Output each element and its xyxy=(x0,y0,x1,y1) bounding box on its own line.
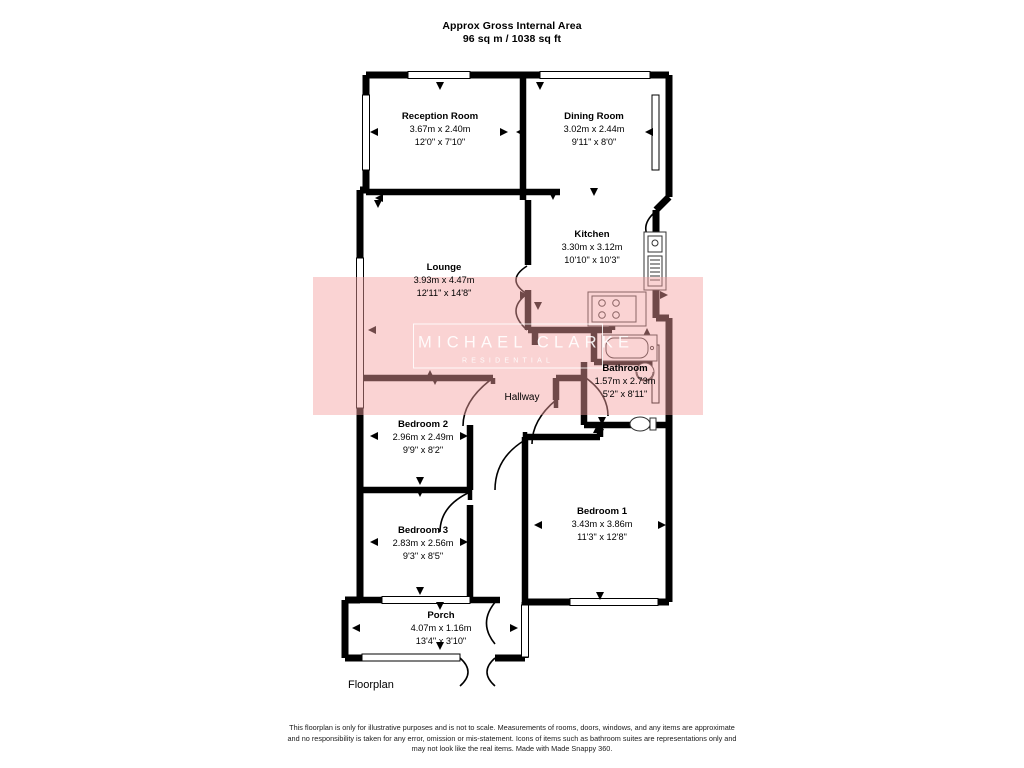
room-imperial: 5'2" x 8'11" xyxy=(602,388,648,399)
room-label-porch: Porch 4.07m x 1.16m 13'4" x 3'10" xyxy=(384,610,498,647)
room-label-reception-room: Reception Room 3.67m x 2.40m 12'0" x 7'1… xyxy=(372,111,508,148)
room-name: Dining Room xyxy=(564,111,624,122)
doors xyxy=(439,211,656,687)
room-metric: 3.02m x 2.44m xyxy=(563,124,625,135)
dimension-arrows xyxy=(352,82,668,650)
room-name: Bathroom xyxy=(602,363,648,374)
room-metric: 2.96m x 2.49m xyxy=(392,432,454,443)
room-name: Bedroom 1 xyxy=(576,506,628,517)
area-summary-line1: Approx Gross Internal Area xyxy=(442,20,582,32)
room-imperial: 12'0" x 7'10" xyxy=(414,136,466,147)
room-metric: 1.57m x 2.73m xyxy=(594,376,656,387)
floorplan-caption: Floorplan xyxy=(348,679,394,691)
disclaimer-line2: and no responsibility is taken for any e… xyxy=(287,733,737,743)
room-imperial: 11'3" x 12'8" xyxy=(577,531,627,542)
room-imperial: 10'10" x 10'3" xyxy=(564,254,620,265)
room-metric: 4.07m x 1.16m xyxy=(410,623,472,634)
windows xyxy=(356,71,660,662)
room-imperial: 9'11" x 8'0" xyxy=(571,136,617,147)
room-metric: 2.83m x 2.56m xyxy=(392,538,454,549)
room-name: Bedroom 3 xyxy=(397,525,449,536)
room-name: Hallway xyxy=(504,392,540,403)
room-name: Reception Room xyxy=(401,111,479,122)
room-name: Porch xyxy=(427,610,455,621)
plan-geometry xyxy=(341,71,673,687)
room-name: Kitchen xyxy=(574,229,610,240)
room-metric: 3.43m x 3.86m xyxy=(571,519,633,530)
room-label-dining-room: Dining Room 3.02m x 2.44m 9'11" x 8'0" xyxy=(530,111,658,148)
room-metric: 3.93m x 4.47m xyxy=(413,275,475,286)
room-imperial: 9'9" x 8'2" xyxy=(402,444,444,455)
door-leaves xyxy=(467,258,559,500)
room-imperial: 13'4" x 3'10" xyxy=(415,635,467,646)
room-label-bedroom-3: Bedroom 3 2.83m x 2.56m 9'3" x 8'5" xyxy=(368,525,478,562)
room-label-kitchen: Kitchen 3.30m x 3.12m 10'10" x 10'3" xyxy=(538,229,646,266)
room-imperial: 12'11" x 14'8" xyxy=(416,287,472,298)
room-name: Lounge xyxy=(426,262,462,273)
room-metric: 3.30m x 3.12m xyxy=(561,242,623,253)
disclaimer-line3: may not look like the real items. Made w… xyxy=(411,744,613,754)
disclaimer: This floorplan is only for illustrative … xyxy=(0,723,1024,755)
room-label-bedroom-2: Bedroom 2 2.96m x 2.49m 9'9" x 8'2" xyxy=(368,419,478,456)
area-summary-line2: 96 sq m / 1038 sq ft xyxy=(462,33,562,45)
room-label-bedroom-1: Bedroom 1 3.43m x 3.86m 11'3" x 12'8" xyxy=(547,506,657,543)
room-imperial: 9'3" x 8'5" xyxy=(402,550,444,561)
bathroom-fixtures xyxy=(601,334,658,432)
room-metric: 3.67m x 2.40m xyxy=(409,124,471,135)
room-label-hallway: Hallway xyxy=(478,392,566,404)
room-label-bathroom: Bathroom 1.57m x 2.73m 5'2" x 8'11" xyxy=(570,363,680,400)
disclaimer-line1: This floorplan is only for illustrative … xyxy=(289,723,735,732)
kitchen-fixtures xyxy=(587,231,667,327)
room-name: Bedroom 2 xyxy=(397,419,449,430)
room-label-lounge: Lounge 3.93m x 4.47m 12'11" x 14'8" xyxy=(386,262,502,299)
area-summary: Approx Gross Internal Area 96 sq m / 103… xyxy=(0,20,1024,46)
